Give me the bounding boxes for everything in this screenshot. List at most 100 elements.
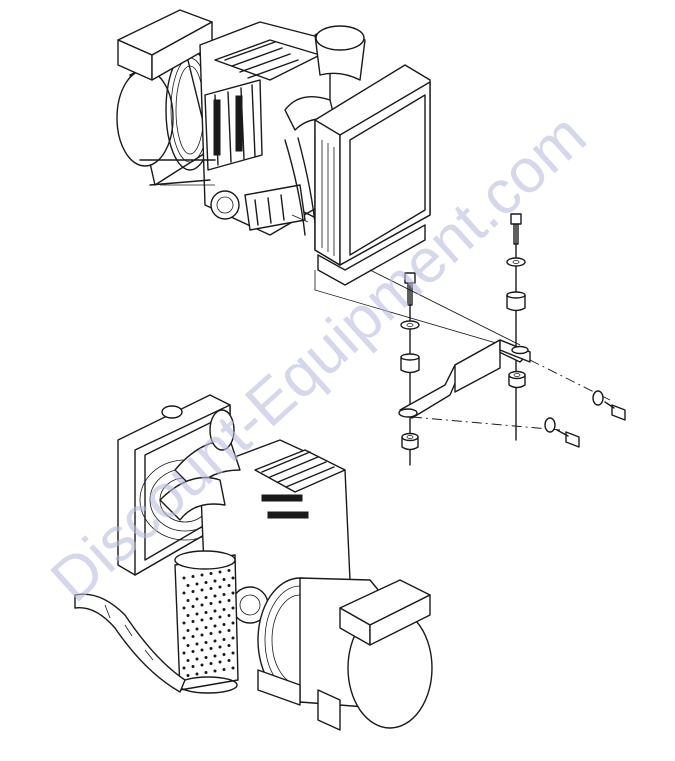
perforation-dot xyxy=(200,588,204,592)
perforation-dot xyxy=(204,581,208,584)
perforation-dot xyxy=(227,569,231,572)
perforation-dot xyxy=(186,629,190,632)
perforation-dot xyxy=(191,635,195,638)
perforation-dot xyxy=(231,591,235,595)
perforation-dot xyxy=(218,645,222,649)
perforation-dot xyxy=(227,599,231,602)
perforation-dot xyxy=(227,644,231,647)
perforation-dot xyxy=(231,621,235,625)
perforation-dot xyxy=(231,666,235,670)
perforation-dot xyxy=(213,609,217,613)
perforation-dot xyxy=(195,657,199,661)
perforation-dot xyxy=(186,674,190,677)
alternator-top xyxy=(116,9,215,186)
perforation-dot xyxy=(195,672,199,676)
perforation-dot xyxy=(191,605,195,608)
perforation-dot xyxy=(186,659,190,662)
perforation-dot xyxy=(218,570,222,574)
perforation-dot xyxy=(231,636,235,640)
perforation-dot xyxy=(195,597,199,601)
perforation-dot xyxy=(195,642,199,646)
perforation-dot xyxy=(222,668,226,671)
perforation-dot xyxy=(200,633,204,637)
perforation-dot xyxy=(218,585,222,589)
alternator-bottom xyxy=(257,577,433,731)
perforation-dot xyxy=(204,671,208,674)
perforation-dot xyxy=(195,627,199,631)
perforation-dot xyxy=(231,606,235,610)
engine-block-top xyxy=(139,21,366,236)
mounting-hardware xyxy=(314,213,626,466)
engine-assembly-top xyxy=(116,9,431,286)
perforation-dot xyxy=(186,584,190,587)
perforation-dot xyxy=(204,656,208,659)
side-bolt-upper xyxy=(592,390,626,421)
perforation-dot xyxy=(200,618,204,622)
perforation-dot xyxy=(182,651,186,655)
perforation-dot xyxy=(182,621,186,625)
perforation-dot xyxy=(209,587,213,590)
perforation-dot xyxy=(209,617,213,620)
mounting-bracket xyxy=(398,339,531,419)
perforation-dot xyxy=(222,578,226,581)
perforation-dot xyxy=(213,669,217,673)
perforation-dot xyxy=(186,599,190,602)
perforation-dot xyxy=(204,641,208,644)
perforation-dot xyxy=(204,596,208,599)
perforation-dot xyxy=(200,648,204,652)
perforation-dot xyxy=(213,594,217,598)
perforation-dot xyxy=(231,576,235,580)
perforation-dot xyxy=(227,584,231,587)
perforation-dot xyxy=(227,659,231,662)
perforation-dot xyxy=(213,639,217,643)
perforation-dot xyxy=(182,591,186,595)
perforation-dot xyxy=(200,603,204,607)
perforation-dot xyxy=(213,654,217,658)
perforation-dot xyxy=(191,620,195,623)
perforation-dot xyxy=(200,573,204,577)
perforation-dot xyxy=(204,611,208,614)
perforation-dot xyxy=(222,593,226,596)
perforation-dot xyxy=(213,579,217,583)
perforation-dot xyxy=(191,590,195,593)
air-cleaner xyxy=(174,550,239,694)
perforation-dot xyxy=(186,614,190,617)
perforation-dot xyxy=(222,608,226,611)
radiator-top xyxy=(314,64,431,286)
perforation-dot xyxy=(209,647,213,650)
perforation-dot xyxy=(182,636,186,640)
perforation-dot xyxy=(191,665,195,668)
perforation-dot xyxy=(227,629,231,632)
perforation-dot xyxy=(222,638,226,641)
perforation-dot xyxy=(200,663,204,667)
perforation-dot xyxy=(191,575,195,578)
perforation-dot xyxy=(227,614,231,617)
perforation-dot xyxy=(222,653,226,656)
perforation-dot xyxy=(209,572,213,575)
side-bolt-lower xyxy=(544,417,580,448)
perforation-dot xyxy=(186,644,190,647)
perforation-dot xyxy=(195,612,199,616)
perforation-dot xyxy=(213,624,217,628)
engine-assembly-bottom xyxy=(74,394,433,731)
perforation-dot xyxy=(182,576,186,580)
perforation-dot xyxy=(204,626,208,629)
perforation-dot xyxy=(218,630,222,634)
perforation-dot xyxy=(182,666,186,670)
bolt-stack-left xyxy=(400,272,420,466)
perforation-dot xyxy=(218,660,222,664)
perforation-dot xyxy=(218,600,222,604)
bolt-stack-right xyxy=(506,213,526,441)
perforation-dot xyxy=(222,623,226,626)
perforation-dot xyxy=(209,602,213,605)
perforation-dot xyxy=(209,632,213,635)
perforation-dot xyxy=(195,582,199,586)
perforation-dot xyxy=(218,615,222,619)
leader-line xyxy=(140,159,309,223)
perforation-dot xyxy=(231,651,235,655)
perforation-dot xyxy=(182,606,186,610)
exhaust-hose xyxy=(74,593,186,693)
perforation-dot xyxy=(209,662,213,665)
perforation-dot xyxy=(191,650,195,653)
